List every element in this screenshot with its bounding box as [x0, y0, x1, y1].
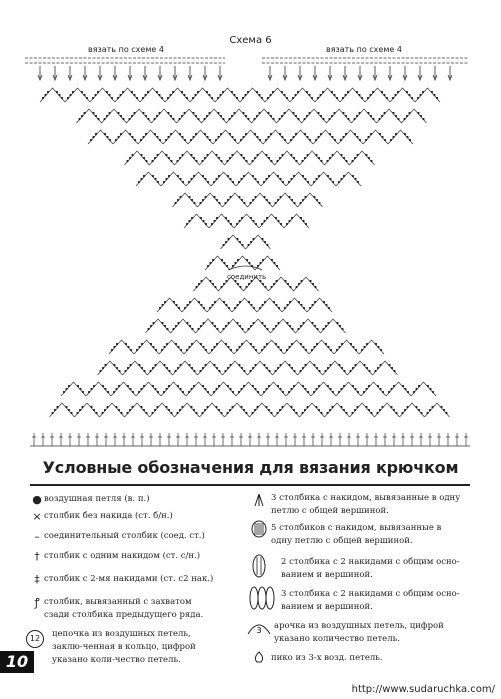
site-url[interactable]: http://www.sudaruchka.com/	[351, 684, 495, 695]
treble-crochet-icon: ‡	[34, 573, 40, 586]
legend-title: Условные обозначения для вязания крючком	[42, 458, 459, 477]
legend-picot: пико из 3-х возд. петель.	[271, 653, 383, 663]
crochet-scheme-diagram	[25, 57, 470, 447]
legend-three-dc-cluster: 3 столбика с накидом, вывязанные в одну …	[271, 493, 461, 516]
legend-slip-stitch: соединительный столбик (соед. ст.)	[44, 531, 205, 541]
top-arrows	[37, 66, 453, 82]
single-crochet-icon: ×	[32, 510, 42, 523]
legend-chain-ring: цепочка из воздушных петель, заклю-ченна…	[52, 629, 196, 665]
legend-treble-crochet: столбик с 2-мя накидами (ст. с2 нак.)	[44, 574, 214, 584]
legend-double-crochet: столбик с одним накидом (ст. с/н.)	[44, 551, 201, 561]
chain-lines	[25, 57, 468, 64]
chain-ring-icon: 12	[26, 630, 44, 648]
page-number: 10	[0, 651, 34, 673]
join-label: соединить	[227, 273, 267, 281]
legend-chain-arch: арочка из воздушных петель, цифрой указа…	[274, 621, 444, 644]
legend-five-dc-cluster: 5 столбиков с накидом, вывязанные в одну…	[271, 523, 442, 546]
chain-arch-icon: 3	[247, 624, 271, 635]
right-knit-label: вязать по схеме 4	[326, 45, 402, 54]
slip-stitch-icon: –	[34, 530, 40, 543]
svg-text:3: 3	[256, 626, 261, 635]
left-knit-label: вязать по схеме 4	[88, 45, 164, 54]
legend-two-tr-cluster: 2 столбика с 2 накидами с общим осно-ван…	[281, 557, 460, 580]
three-dc-cluster-icon	[254, 493, 264, 507]
three-tr-cluster-icon	[249, 586, 275, 610]
two-tr-cluster-icon	[252, 554, 266, 578]
legend-chain-stitch: воздушная петля (в. п.)	[44, 494, 150, 504]
base-stitches	[30, 433, 470, 447]
legend-single-crochet: столбик без накида (ст. б/н.)	[44, 511, 173, 521]
double-crochet-icon: †	[34, 550, 40, 563]
scheme-title: Схема 6	[229, 35, 272, 46]
scheme-arches	[39, 87, 450, 418]
picot-icon	[254, 651, 264, 663]
legend-three-tr-cluster: 3 столбика с 2 накидами с общим осно-ван…	[281, 589, 460, 612]
legend-divider	[30, 484, 470, 486]
back-loop-stitch-icon: ꝭ	[34, 596, 40, 609]
five-dc-cluster-icon	[251, 520, 267, 538]
chain-stitch-icon: ●	[32, 493, 42, 506]
legend-back-loop-stitch: столбик, вывязанный с захватом сзади сто…	[44, 597, 204, 620]
